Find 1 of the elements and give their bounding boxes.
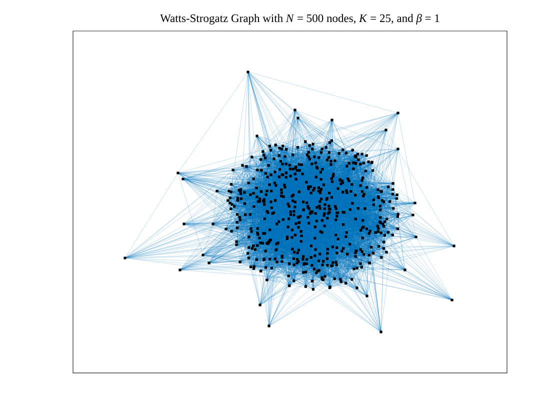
chart-title: Watts-Strogatz Graph with N = 500 nodes, K = 25, and β = 1 [160, 14, 440, 24]
